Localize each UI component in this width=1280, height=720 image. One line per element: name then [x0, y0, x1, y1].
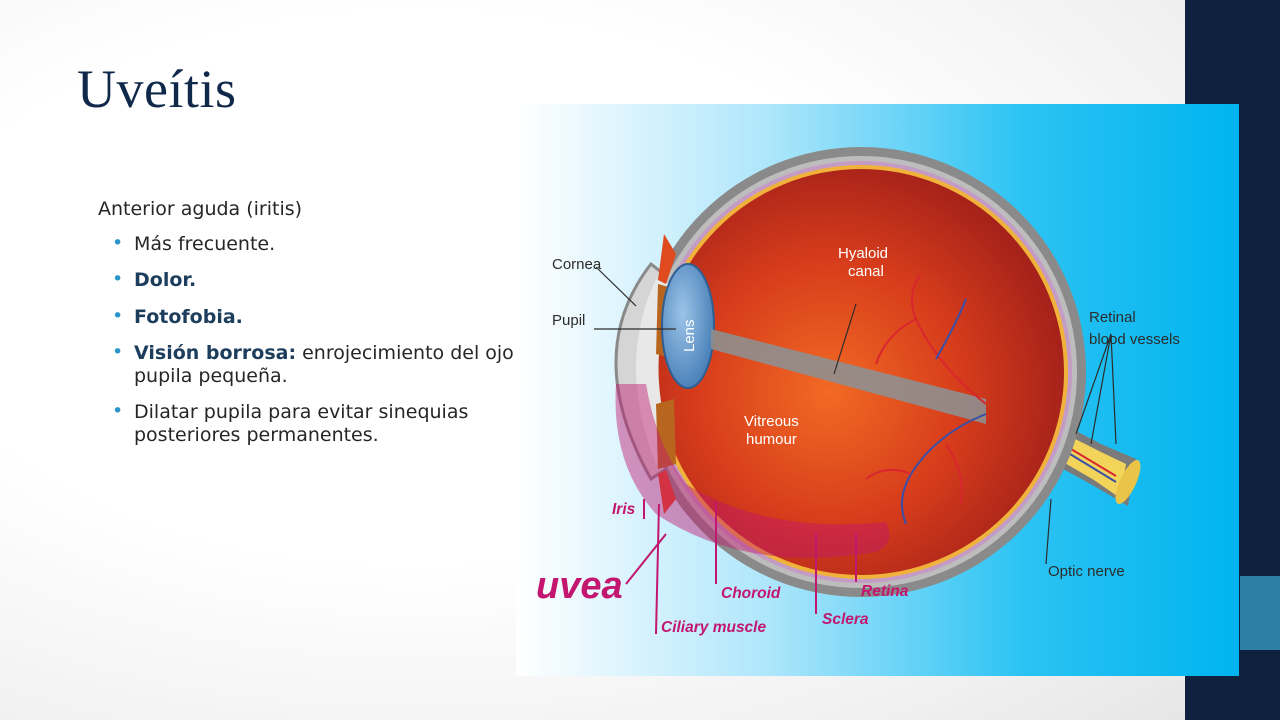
- iris-bottom: [656, 399, 676, 469]
- hyaloid-canal: [711, 329, 986, 424]
- bullet-bold-text: Dolor.: [134, 269, 197, 292]
- eye-anatomy-figure: Lens: [516, 104, 1239, 676]
- bullet-dot-icon: •: [112, 232, 124, 255]
- slide-content: Anterior aguda (iritis) • Más frecuente. …: [98, 198, 568, 460]
- optic-nerve-end: [1115, 459, 1141, 505]
- label-retinal-2: blood vessels: [1089, 331, 1180, 348]
- bullet-list: • Más frecuente. • Dolor. • Fotofobia. • Vis…: [98, 232, 568, 447]
- label-sclera: Sclera: [822, 611, 869, 628]
- ciliary-body-top: [658, 234, 676, 284]
- ciliary-body-bottom: [658, 470, 676, 514]
- retinal-vessels: [865, 273, 987, 525]
- anterior-chamber: [636, 279, 676, 464]
- bullet-item: • Fotofobia.: [98, 304, 568, 329]
- uvea-highlight: [615, 384, 890, 558]
- bullet-text: Dilatar pupila para evitar sinequias pos…: [134, 401, 469, 447]
- label-vitreous-2: humour: [746, 431, 797, 448]
- lens-label: Lens: [681, 319, 698, 352]
- bullet-bold-text: Visión borrosa:: [134, 341, 297, 364]
- label-hyaloid-1: Hyaloid: [838, 245, 888, 262]
- label-cornea: Cornea: [552, 256, 602, 273]
- eye-diagram-svg: Lens: [516, 104, 1239, 676]
- bullet-item: • Dolor.: [98, 268, 568, 292]
- bullet-item: • Más frecuente.: [98, 232, 568, 256]
- label-retinal-1: Retinal: [1089, 309, 1136, 326]
- label-hyaloid-2: canal: [848, 263, 884, 280]
- label-iris: Iris: [612, 501, 636, 518]
- label-pupil: Pupil: [552, 312, 585, 329]
- pointer-lines: [594, 266, 1117, 565]
- bullet-dot-icon: •: [112, 304, 124, 327]
- content-heading: Anterior aguda (iritis): [98, 198, 303, 220]
- label-choroid: Choroid: [721, 585, 781, 602]
- bullet-item: • Visión borrosa: enrojecimiento del ojo …: [98, 340, 568, 388]
- bullet-text: Más frecuente.: [134, 233, 276, 256]
- bullet-bold-text: Fotofobia.: [134, 305, 243, 328]
- uvea-pointer-lines: [625, 499, 857, 635]
- bullet-dot-icon: •: [112, 268, 124, 291]
- label-optic-nerve: Optic nerve: [1048, 563, 1125, 580]
- bullet-text: enrojecimiento del ojo y pupila pequeña.: [134, 341, 532, 387]
- bullet-item: • Dilatar pupila para evitar sinequias po…: [98, 400, 568, 447]
- lens: [661, 263, 715, 389]
- side-accent-tab: [1240, 576, 1280, 650]
- label-vitreous-1: Vitreous: [744, 413, 799, 430]
- label-uvea: uvea: [536, 565, 623, 607]
- label-ciliary-muscle: Ciliary muscle: [661, 619, 766, 636]
- slide-title: Uveítis: [77, 59, 237, 119]
- bullet-dot-icon: •: [112, 400, 124, 423]
- bullet-dot-icon: •: [112, 340, 124, 363]
- label-retina: Retina: [861, 583, 909, 600]
